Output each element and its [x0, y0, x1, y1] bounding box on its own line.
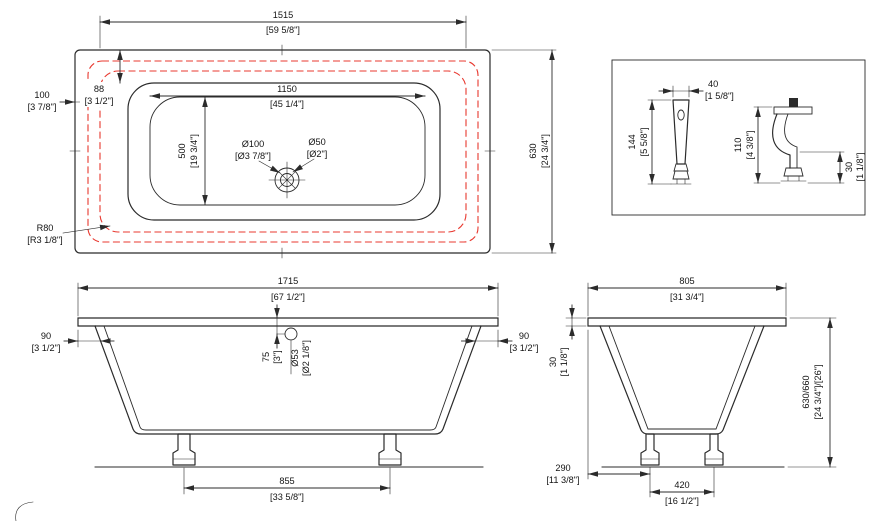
leg-front-detail — [670, 99, 692, 185]
side-width-inches: [31 3/4"] — [670, 292, 704, 302]
overflow-offset-inches: [3"] — [272, 350, 282, 363]
ext-lines-144 — [647, 99, 672, 185]
basin-width-value: 1150 — [277, 84, 297, 94]
drain-symbol — [268, 161, 306, 199]
top-height-inches: [24 3/4"] — [540, 134, 550, 168]
drain-inner-inches: [Ø2"] — [307, 149, 328, 159]
bracket-height-value: 110 — [733, 138, 743, 153]
deck-width-inches: [3 7/8"] — [28, 102, 57, 112]
ext-lines-75 — [276, 317, 286, 335]
edge-to-leg-inches: [11 3/8"] — [546, 475, 579, 485]
overflow-level-dashed-outer — [87, 60, 479, 243]
leg-height-inches: [5 5/8"] — [639, 128, 649, 157]
corner-radius-value: R80 — [37, 223, 54, 233]
side-height-inches: [24 3/4"]/[26"] — [813, 364, 823, 419]
left-overhang-inches: [3 1/2"] — [32, 343, 61, 353]
edge-to-leg-value: 290 — [555, 463, 570, 473]
rim-width-value: 88 — [94, 84, 104, 94]
side-height-value: 630/660 — [801, 375, 811, 408]
front-rim — [77, 317, 499, 327]
side-leg-span-inches: [16 1/2"] — [665, 496, 699, 506]
leg-foot-base — [670, 178, 692, 185]
centerline-ticks — [69, 44, 496, 259]
drain-inner-value: Ø50 — [308, 137, 325, 147]
basin-depth-inches: [19 3/4"] — [189, 134, 199, 168]
leader-radius — [62, 224, 111, 234]
front-leg-span-value: 855 — [279, 476, 294, 486]
side-rim-value: 30 — [548, 357, 558, 367]
ext-lines-290-420 — [587, 329, 715, 498]
drain-outer-value: Ø100 — [242, 139, 264, 149]
front-leg-span-inches: [33 5/8"] — [270, 492, 304, 502]
leg-side-detail — [772, 98, 813, 182]
basin-rim-outline — [127, 82, 441, 221]
basin-depth-value: 500 — [177, 143, 187, 158]
ext-lines-40 — [672, 85, 690, 98]
overflow-dia-inches: [Ø2 1/8"] — [301, 340, 311, 376]
bracket-inner-curve — [784, 113, 798, 169]
bracket-top-plate — [773, 106, 813, 115]
front-body-outer — [94, 325, 482, 435]
text-mask — [80, 82, 118, 107]
side-leg-span-value: 420 — [674, 480, 689, 490]
front-length-value: 1715 — [278, 276, 298, 286]
foot-height-value: 30 — [844, 162, 854, 172]
detail-frame — [611, 59, 866, 216]
side-body-inner — [608, 325, 756, 430]
side-leg-left — [640, 433, 660, 466]
leg-foot-pad — [672, 170, 690, 180]
drain-outer-inches: [Ø3 7/8"] — [235, 151, 271, 161]
leg-width-value: 40 — [708, 79, 718, 89]
leg-height-value: 144 — [627, 134, 637, 149]
top-width-inches: [59 5/8"] — [266, 25, 300, 35]
front-body-inner — [103, 325, 473, 431]
right-overhang-inches: [3 1/2"] — [510, 343, 539, 353]
leg-width-inches: [1 5/8"] — [705, 91, 734, 101]
side-rim-inches: [1 1/8"] — [559, 348, 569, 377]
side-width-value: 805 — [679, 276, 694, 286]
front-leg-right — [378, 433, 402, 466]
front-view: 1715 [67 1/2"] 90 [3 1/2"] 90 [3 1/2"] 7… — [32, 276, 539, 502]
overflow-dia-value: Ø53 — [290, 349, 300, 366]
rim-width-inches: [3 1/2"] — [85, 96, 114, 106]
bracket-outer-curve — [772, 113, 791, 169]
overflow-offset-value: 75 — [261, 352, 271, 362]
leg-collar — [673, 163, 689, 172]
side-rim — [587, 317, 787, 327]
bracket-clamp-block — [789, 98, 798, 107]
leader-drain-outer — [258, 160, 281, 174]
deck-width-value: 100 — [34, 90, 49, 100]
left-overhang-value: 90 — [41, 331, 51, 341]
basin-width-inches: [45 1/4"] — [270, 99, 304, 109]
bracket-foot-base — [780, 175, 807, 182]
top-view: 1515 [59 5/8"] 630 [24 3/4"] 100 [3 7/8"… — [27, 10, 557, 259]
drain-crosshair — [268, 161, 306, 199]
bracket-foot-pad — [783, 167, 804, 177]
overflow-hole — [284, 327, 298, 341]
ext-lines-630 — [491, 49, 557, 254]
deck-outline — [74, 49, 491, 254]
ext-lines-30-detail — [799, 151, 845, 184]
corner-mark — [15, 501, 34, 521]
ext-lines-30-side — [565, 317, 587, 327]
side-view: 805 [31 3/4"] 30 [1 1/8"] 630/660 [24 3/… — [546, 276, 837, 506]
corner-radius-inches: [R3 1/8"] — [27, 235, 62, 245]
overflow-level-dashed-inner — [99, 70, 467, 233]
leg-slot-hole — [677, 109, 685, 121]
top-height-value: 630 — [528, 143, 538, 158]
ext-lines-90-left — [77, 329, 101, 348]
leader-drain-inner — [292, 158, 315, 173]
bracket-height-inches: [4 3/8"] — [745, 131, 755, 160]
leg-detail-box: 40 [1 5/8"] 144 [5 5/8"] 110 [4 3/8"] 30… — [611, 59, 866, 216]
right-overhang-value: 90 — [519, 331, 529, 341]
top-width-value: 1515 — [273, 10, 293, 20]
side-leg-right — [704, 433, 724, 466]
front-length-inches: [67 1/2"] — [271, 292, 305, 302]
foot-height-inches: [1 1/8"] — [855, 153, 865, 182]
ext-lines-630-660 — [787, 317, 837, 468]
side-body-outer — [599, 325, 765, 435]
front-leg-left — [172, 433, 196, 466]
